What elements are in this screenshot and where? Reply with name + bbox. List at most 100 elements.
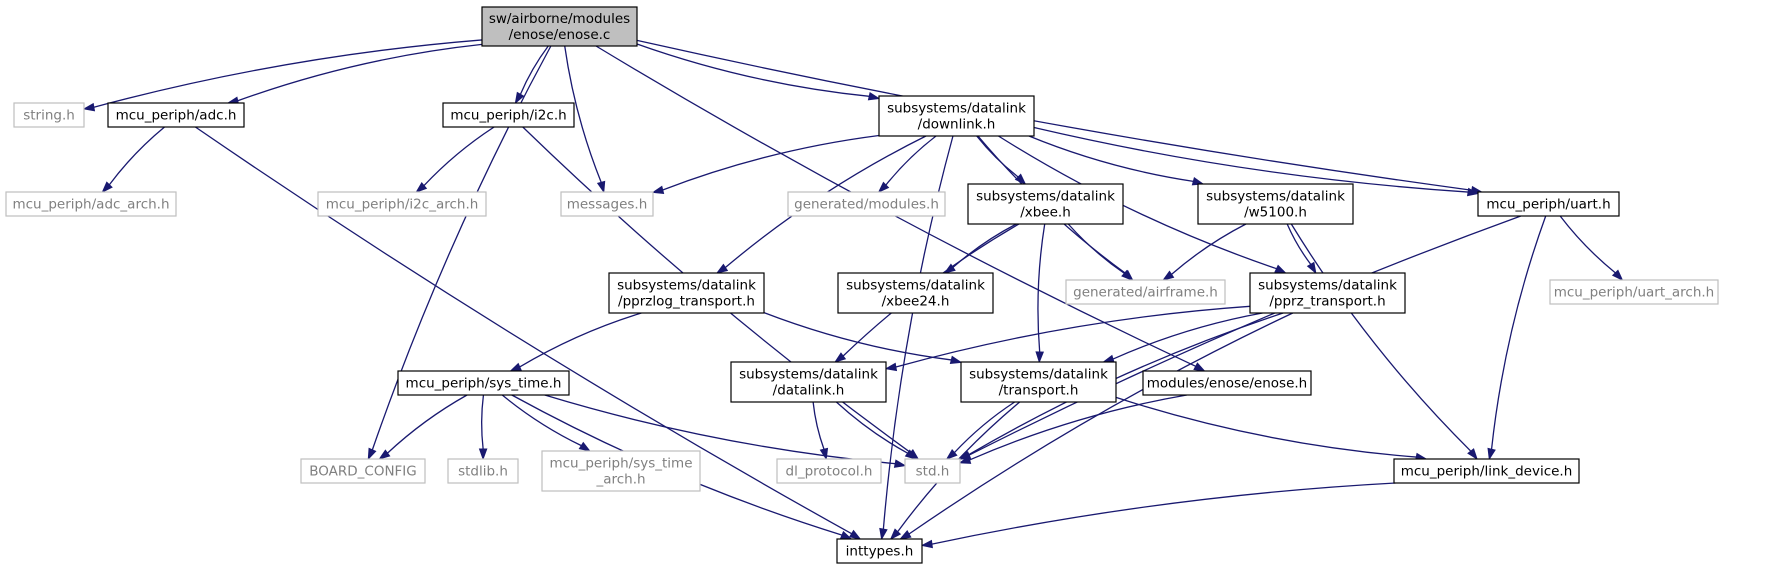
node-box (1142, 370, 1312, 396)
node-label-line: subsystems/datalink (846, 278, 985, 294)
node-box (904, 458, 961, 484)
node-label-line: mcu_periph/link_device.h (1401, 464, 1573, 480)
node-transport-h[interactable]: subsystems/datalink/transport.h (960, 361, 1117, 403)
arrowhead-enose_c-to-string_h (82, 102, 96, 112)
node-box (317, 191, 487, 217)
arrowhead-xbee_h-to-datalink_h (833, 352, 847, 363)
node-pprz-transport-h[interactable]: subsystems/datalink/pprz_transport.h (1249, 272, 1406, 314)
node-airframe-h: generated/airframe.h (1065, 279, 1226, 305)
arrowhead-downlink_h-to-uart_h (1466, 187, 1480, 197)
node-xbee-h[interactable]: subsystems/datalink/xbee.h (967, 183, 1124, 225)
arrowhead-enose_c-to-downlink_h (867, 92, 881, 101)
arrowhead-downlink_h-to-pprzlog_h (715, 263, 729, 274)
node-sys-time-h[interactable]: mcu_periph/sys_time.h (397, 370, 570, 396)
edge-link_device_h-to-inttypes_h (931, 482, 1396, 545)
edge-w5100_h-to-pprz_transport_h (1286, 223, 1312, 265)
node-i2c-h[interactable]: mcu_periph/i2c.h (442, 102, 575, 128)
node-box (1249, 272, 1406, 314)
arrowhead-downlink_h-to-pprz_transport_h (1274, 264, 1287, 274)
node-label-line: subsystems/datalink (1258, 278, 1397, 294)
edge-enose_c-to-downlink_h (636, 43, 870, 97)
edge-enose_c-to-i2c_h (519, 45, 549, 95)
arrowhead-pprzlog_h-to-sys_time_h (509, 362, 522, 372)
node-box (447, 458, 519, 484)
node-gen-modules-h: generated/modules.h (787, 191, 946, 217)
node-box (967, 183, 1124, 225)
node-box (560, 191, 654, 217)
arrowhead-uart_h-to-link_device_h (1487, 447, 1496, 461)
arrowhead-sys_time_h-to-std_h (893, 459, 907, 468)
edge-xbee_h-to-airframe_h (1067, 223, 1125, 274)
node-label-line: dl_protocol.h (786, 464, 873, 480)
node-box (1197, 183, 1354, 225)
node-label-line: mcu_periph/i2c_arch.h (326, 197, 479, 213)
node-inttypes-h[interactable]: inttypes.h (836, 538, 923, 564)
edge-downlink_h-to-pprz_transport_h (998, 135, 1277, 270)
node-label-line: subsystems/datalink (617, 278, 756, 294)
node-box (960, 361, 1117, 403)
node-board-config: BOARD_CONFIG (300, 458, 426, 484)
node-box (878, 95, 1035, 137)
nodes-layer: sw/airborne/modules/enose/enose.cstring.… (5, 6, 1719, 564)
edge-adc_h-to-inttypes_h (194, 126, 852, 535)
node-uart-h[interactable]: mcu_periph/uart.h (1477, 191, 1620, 217)
node-label-line: generated/modules.h (794, 197, 939, 213)
edge-w5100_h-to-link_device_h (1290, 223, 1472, 452)
node-box (107, 102, 245, 128)
node-box (442, 102, 575, 128)
edge-sys_time_h-to-sys_time_arch_h (501, 394, 582, 447)
node-label-line: mcu_periph/adc_arch.h (12, 197, 169, 213)
node-messages-h: messages.h (560, 191, 654, 217)
node-box (1549, 279, 1719, 305)
edge-pprzlog_h-to-sys_time_h (519, 312, 642, 368)
arrowhead-sys_time_h-to-stdlib_h (478, 448, 488, 461)
node-label-line: /w5100.h (1244, 205, 1307, 221)
arrowhead-transport_h-to-std_h (945, 448, 958, 460)
node-dl-protocol-h: dl_protocol.h (776, 458, 882, 484)
node-box (730, 361, 887, 403)
edge-transport_h-to-std_h (953, 401, 1016, 454)
node-downlink-h[interactable]: subsystems/datalink/downlink.h (878, 95, 1035, 137)
arrowhead-downlink_h-to-gen_modules_h (877, 181, 890, 194)
node-pprzlog-h[interactable]: subsystems/datalink/pprzlog_transport.h (608, 272, 765, 314)
node-stdlib-h: stdlib.h (447, 458, 519, 484)
node-label-line: /xbee.h (1020, 205, 1071, 221)
node-box (5, 191, 177, 217)
node-label-line: subsystems/datalink (1206, 189, 1345, 205)
arrowhead-w5100_h-to-pprz_transport_h (1306, 261, 1317, 275)
edge-uart_h-to-uart_arch_h (1559, 215, 1616, 274)
node-label-line: _arch.h (595, 472, 645, 488)
node-enose-h[interactable]: modules/enose/enose.h (1142, 370, 1312, 396)
arrowhead-link_device_h-to-inttypes_h (920, 539, 933, 549)
arrowhead-adc_h-to-adc_arch_h (101, 181, 113, 194)
arrowhead-xbee_h-to-airframe_h (1121, 269, 1133, 281)
edge-uart_h-to-link_device_h (1490, 215, 1547, 450)
arrowhead-transport_h-to-inttypes_h (889, 528, 902, 541)
edge-pprz_transport_h-to-transport_h (1112, 312, 1263, 360)
node-xbee24-h[interactable]: subsystems/datalink/xbee24.h (837, 272, 994, 314)
edge-downlink_h-to-inttypes_h (882, 135, 954, 530)
node-box (1477, 191, 1620, 217)
node-w5100-h[interactable]: subsystems/datalink/w5100.h (1197, 183, 1354, 225)
arrowhead-pprz_transport_h-to-inttypes_h (899, 530, 912, 540)
edge-downlink_h-to-w5100_h (1028, 135, 1194, 182)
node-link-device-h[interactable]: mcu_periph/link_device.h (1393, 458, 1580, 484)
node-box (541, 450, 701, 492)
node-enose-c[interactable]: sw/airborne/modules/enose/enose.c (481, 6, 638, 47)
edge-enose_c-to-adc_h (237, 43, 483, 102)
edge-enose_c-to-string_h (93, 39, 483, 108)
node-label-line: mcu_periph/uart_arch.h (1554, 285, 1715, 301)
node-box (837, 272, 994, 314)
node-datalink-h[interactable]: subsystems/datalink/datalink.h (730, 361, 887, 403)
arrowhead-adc_h-to-inttypes_h (848, 529, 862, 540)
node-adc-h[interactable]: mcu_periph/adc.h (107, 102, 245, 128)
node-box (608, 272, 765, 314)
node-label-line: /datalink.h (773, 383, 845, 399)
arrowhead-sys_time_h-to-board_config (378, 449, 391, 460)
arrowhead-enose_h-to-std_h (958, 455, 972, 464)
edge-pprz_transport_h-to-datalink_h (895, 305, 1251, 368)
node-box (787, 191, 946, 217)
node-label-line: BOARD_CONFIG (309, 464, 417, 480)
node-label-line: messages.h (567, 197, 648, 213)
arrowhead-i2c_h-to-i2c_arch_h (415, 181, 428, 193)
